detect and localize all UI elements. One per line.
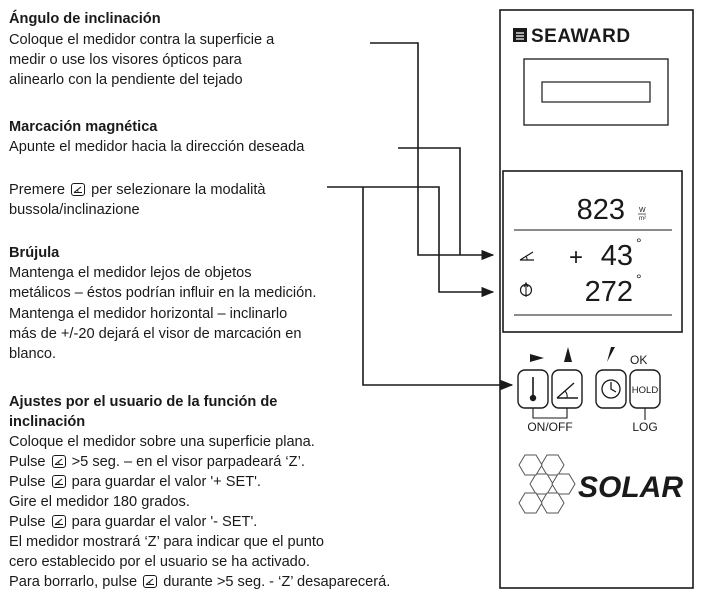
- user-line: Para borrarlo, pulse durante >5 seg. - ‘…: [9, 572, 390, 592]
- irradiance-value: 823: [577, 194, 625, 226]
- clock-button[interactable]: [595, 369, 627, 409]
- tilt-key-icon: [51, 515, 66, 528]
- compass-line: metálicos – éstos podrían influir en la …: [9, 285, 317, 301]
- tilt-key-icon: [143, 575, 158, 588]
- button-pointer-line: [362, 187, 514, 391]
- brand-name: SEAWARD: [531, 26, 631, 47]
- tilt-sign: +: [569, 244, 583, 271]
- tilt-title: Ángulo de inclinación: [9, 11, 161, 27]
- tilt-line: Coloque el medidor contra la superficie …: [9, 32, 275, 48]
- ok-label: OK: [630, 353, 647, 367]
- hold-button[interactable]: HOLD: [629, 369, 661, 409]
- user-line-pre: Pulse: [9, 474, 46, 490]
- tilt-degree: °: [636, 235, 642, 251]
- log-label: LOG: [632, 420, 657, 434]
- compass-line: Mantenga el medidor horizontal – inclina…: [9, 306, 288, 322]
- compass-degree: °: [636, 271, 642, 287]
- hold-label: HOLD: [632, 385, 659, 396]
- up-arrow-icon: [564, 347, 572, 362]
- user-line-pre: Pulse: [9, 514, 46, 530]
- sight-slot: [541, 81, 651, 103]
- tilt-key-icon: [51, 475, 66, 488]
- tilt-value: 43: [601, 240, 633, 272]
- right-arrow-icon: [530, 354, 544, 362]
- bearing-title: Marcación magnética: [9, 119, 158, 135]
- compass-line: más de +/-20 dejará el visor de marcació…: [9, 326, 302, 342]
- irradiance-unit-top: W: [639, 207, 646, 214]
- tilt-line: alinearlo con la pendiente del tejado: [9, 72, 243, 88]
- compass-pointer-line: [327, 186, 495, 298]
- user-line: Coloque el medidor sobre una superficie …: [9, 434, 315, 450]
- onoff-label: ON/OFF: [527, 420, 572, 434]
- down-arrow-icon: [607, 347, 615, 362]
- mode-pre: Premere: [9, 182, 65, 198]
- user-line: Gire el medidor 180 grados.: [9, 494, 190, 510]
- bearing-pointer-line: [398, 147, 461, 255]
- user-line: cero establecido por el usuario se ha ac…: [9, 554, 310, 570]
- product-name: SOLAR: [578, 471, 683, 504]
- irradiance-unit-bottom: m²: [639, 216, 646, 222]
- user-line-post: para guardar el valor '- SET'.: [71, 514, 258, 530]
- user-line: El medidor mostrará ‘Z’ para indicar que…: [9, 534, 324, 550]
- user-line: Pulse para guardar el valor '- SET'.: [9, 512, 257, 532]
- tilt-symbol-icon: [519, 251, 534, 261]
- user-title: Ajustes por el usuario de la función de: [9, 394, 278, 410]
- user-line-post: para guardar el valor '+ SET'.: [71, 474, 261, 490]
- user-line-pre: Pulse: [9, 454, 46, 470]
- user-line-post: durante >5 seg. - ‘Z’ desaparecerá.: [163, 574, 391, 590]
- tilt-line: medir o use los visores ópticos para: [9, 52, 242, 68]
- seaward-logo-icon: [513, 28, 527, 42]
- tilt-button[interactable]: [551, 369, 583, 409]
- user-title: inclinación: [9, 414, 86, 430]
- bearing-line: Apunte el medidor hacia la dirección des…: [9, 139, 305, 155]
- mode-line-2: bussola/inclinazione: [9, 202, 140, 218]
- compass-symbol-icon: [519, 281, 533, 297]
- compass-title: Brújula: [9, 245, 60, 261]
- compass-value: 272: [585, 276, 633, 308]
- user-line: Pulse >5 seg. – en el visor parpadeará ‘…: [9, 452, 305, 472]
- tilt-key-icon: [71, 183, 86, 196]
- onoff-bracket: [532, 408, 568, 419]
- user-line: Pulse para guardar el valor '+ SET'.: [9, 472, 261, 492]
- tilt-pointer-line: [370, 42, 495, 261]
- hexagon-logo-icon: [518, 454, 576, 514]
- user-line-pre: Para borrarlo, pulse: [9, 574, 138, 590]
- lcd-screen: [502, 170, 683, 333]
- mode-line-1: Premere per selezionare la modalità: [9, 180, 266, 200]
- mode-post: per selezionare la modalità: [91, 182, 266, 198]
- thermometer-button[interactable]: [517, 369, 549, 409]
- user-line-post: >5 seg. – en el visor parpadeará ‘Z’.: [71, 454, 305, 470]
- compass-line: Mantenga el medidor lejos de objetos: [9, 265, 252, 281]
- tilt-key-icon: [51, 455, 66, 468]
- compass-line: blanco.: [9, 346, 57, 362]
